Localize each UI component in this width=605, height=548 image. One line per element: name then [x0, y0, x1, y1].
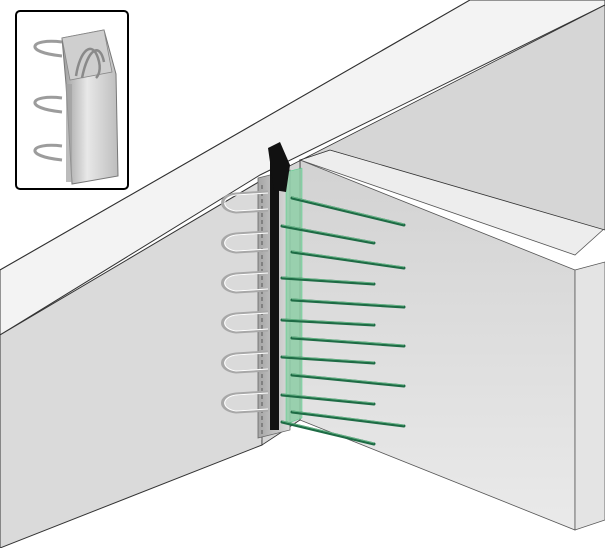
wall-inner-face	[261, 4, 605, 446]
connection-bar-highlight	[291, 298, 405, 307]
connection-bar	[280, 355, 376, 365]
connection-bar	[290, 298, 406, 309]
connection-bar-highlight	[281, 318, 375, 325]
loop-stirrup-highlight	[224, 392, 269, 412]
loop-stirrup-highlight	[224, 272, 269, 292]
loop-stirrup-highlight	[224, 312, 269, 332]
connection-bar	[290, 250, 406, 270]
loop-stirrups	[221, 190, 269, 414]
slab-side-face	[574, 261, 605, 531]
loop-stirrup	[221, 350, 269, 374]
connection-bars	[280, 196, 406, 446]
connection-bar-highlight	[291, 373, 405, 386]
wall-top-face	[0, 0, 605, 336]
loop-stirrup-highlight	[224, 232, 269, 252]
connection-bar	[280, 420, 376, 446]
wall-top-edge-line	[0, 0, 471, 271]
connection-bar-highlight	[281, 276, 375, 284]
box-black-seal	[270, 150, 279, 430]
connection-bar-highlight	[281, 420, 375, 444]
connection-bar	[280, 318, 376, 327]
connection-bar-highlight	[281, 224, 375, 243]
inset-loops	[33, 39, 63, 162]
connection-bar-highlight	[291, 336, 405, 346]
loop-stirrup-highlight	[224, 192, 269, 212]
inset-product-view	[15, 10, 129, 190]
connection-bar	[290, 373, 406, 388]
connection-bar	[290, 336, 406, 348]
loop-stirrup	[221, 390, 269, 414]
connection-bar	[280, 224, 376, 245]
inset-folded-bars	[74, 47, 106, 79]
loop-stirrup	[221, 270, 269, 294]
connection-bar	[290, 410, 406, 428]
loop-stirrup	[221, 230, 269, 254]
connection-bar	[280, 393, 376, 406]
loop-stirrup	[221, 310, 269, 334]
connection-bar	[280, 276, 376, 286]
connection-bar-highlight	[281, 355, 375, 363]
loop-stirrup-highlight	[224, 352, 269, 372]
seal-top-flap	[268, 142, 290, 192]
inset-box-top-plate	[61, 29, 113, 81]
connecting-slab	[298, 149, 605, 531]
connection-bar-highlight	[291, 250, 405, 268]
inset-box-edge	[66, 84, 72, 182]
connection-bar-highlight	[281, 393, 375, 404]
connection-bar-highlight	[291, 410, 405, 426]
box-green-strip	[285, 167, 303, 425]
connection-bar	[290, 196, 406, 227]
loop-stirrup	[221, 190, 269, 214]
connection-bar-highlight	[291, 196, 405, 225]
